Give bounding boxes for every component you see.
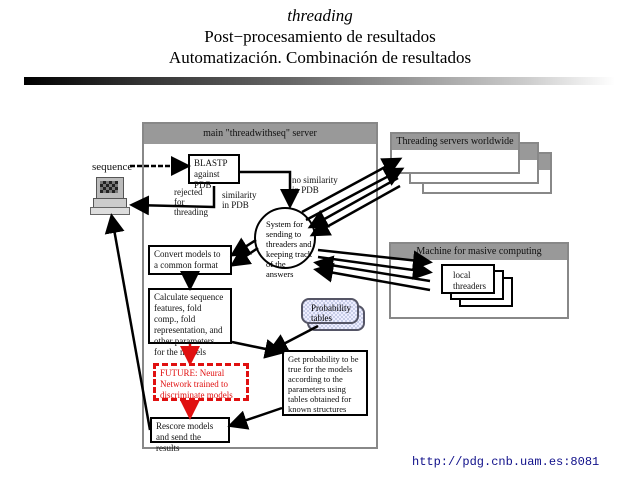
- convert-box: Convert models to a common format: [148, 245, 232, 275]
- get-probability-box: Get probability to be true for the model…: [282, 350, 368, 416]
- arrow-getprob-to-rescore: [227, 406, 283, 430]
- probability-tables: Probability tables: [301, 298, 359, 324]
- main-server-title: main "threadwithseq" server: [144, 124, 376, 144]
- arrow-servers-to-system-1: [307, 176, 399, 229]
- arrow-local-to-system-2: [313, 262, 431, 292]
- arrow-blastp-to-system: [240, 170, 300, 209]
- threading-servers-panel: Threading servers worldwide: [390, 132, 520, 174]
- system-circle: System for sending to threaders and keep…: [254, 207, 316, 279]
- arrow-system-to-convert-2: [229, 246, 259, 267]
- arrow-rescore-to-computer: [104, 213, 152, 431]
- local-threaders-box: local threaders: [441, 264, 495, 294]
- blastp-box: BLASTP against PDB: [188, 154, 240, 190]
- rescore-box: Rescore models and send the results: [150, 417, 230, 453]
- sequence-label: sequence: [92, 161, 133, 173]
- arrow-local-to-system-1: [313, 255, 431, 283]
- future-box: FUTURE: Neural Network trained to discri…: [153, 363, 249, 401]
- rejected-label: rejected for threading: [174, 187, 208, 217]
- arrow-servers-to-system-2: [309, 184, 401, 237]
- arrow-system-to-servers-1: [301, 157, 403, 214]
- arrow-system-to-local-2: [317, 255, 433, 280]
- no-similarity-label: no similarity in PDB: [292, 175, 338, 195]
- slide-subtitle-2: Automatización. Combinación de resultado…: [168, 48, 472, 67]
- computer-icon: [90, 177, 130, 215]
- gradient-divider: [24, 77, 615, 85]
- slide-subtitle-1: Post−procesamiento de resultados: [204, 27, 436, 46]
- machine-title: Machine for masive computing: [391, 244, 567, 260]
- arrow-rejected-to-computer: [129, 186, 216, 216]
- arrow-probtables-to-getprob: [267, 324, 319, 353]
- source-url[interactable]: http://pdg.cnb.uam.es:8081: [412, 455, 600, 469]
- threading-servers-title: Threading servers worldwide: [392, 134, 518, 150]
- arrow-system-to-local-1: [317, 248, 433, 271]
- slide-title: threading: [287, 6, 353, 25]
- similarity-label: similarity in PDB: [222, 190, 257, 210]
